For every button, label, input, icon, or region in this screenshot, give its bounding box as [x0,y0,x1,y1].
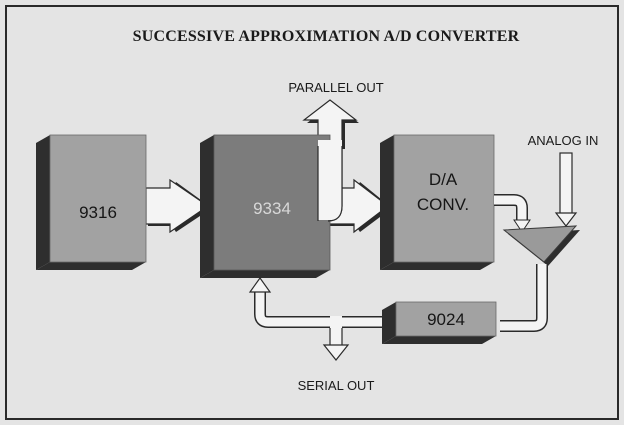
block-9316-label: 9316 [79,203,117,222]
arrow-dac-to-comparator [494,194,531,233]
block-9024: 9024 [382,301,497,344]
arrow-analog-in: ANALOG IN [528,133,599,227]
diagram-title: SUCCESSIVE APPROXIMATION A/D CONVERTER [133,28,520,45]
arrow-serial-out: SERIAL OUT [298,316,375,393]
block-dac: D/A CONV. [380,134,495,270]
arrow-feedback-to-9334 [248,276,382,328]
block-dac-label-2: CONV. [417,195,469,214]
arrow-comparator-to-9024 [500,264,548,332]
comparator [502,225,580,266]
block-9316: 9316 [36,134,147,270]
parallel-out-label: PARALLEL OUT [288,80,383,95]
arrow-9334-to-dac [327,178,392,234]
analog-in-label: ANALOG IN [528,133,599,148]
block-9334: 9334 [200,134,331,278]
arrow-9316-to-9334 [145,178,212,234]
arrow-parallel-out-stem [317,140,343,222]
block-9024-label: 9024 [427,310,465,329]
block-dac-label-1: D/A [429,170,458,189]
diagram-frame [5,5,619,420]
block-9334-label: 9334 [253,199,291,218]
serial-out-label: SERIAL OUT [298,378,375,393]
